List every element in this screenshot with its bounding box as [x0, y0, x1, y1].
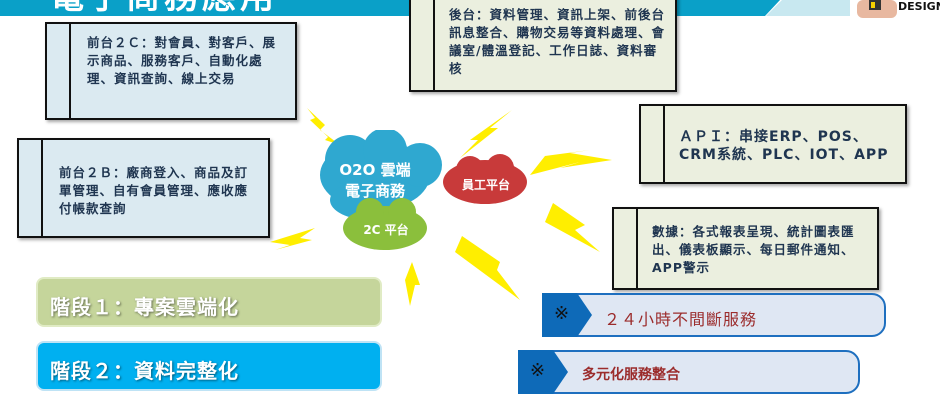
tag-label: ２４小時不間斷服務	[604, 310, 758, 329]
bolt-icon	[405, 262, 420, 306]
bolt-icon	[455, 236, 520, 300]
front-2c-text: 前台２Ｃ：對會員、對客戶、展示商品、服務客戶、自動化處理、資訊查詢、線上交易	[87, 35, 277, 86]
bolt-icon	[270, 228, 315, 250]
logo-icon	[857, 0, 897, 18]
tag-label: 多元化服務整合	[582, 367, 680, 383]
cloud-main-label: O2O 雲端電子商務	[339, 161, 411, 200]
bolt-icon	[530, 150, 612, 175]
data-box: 數據：各式報表呈現、統計圖表匯出、儀表板顯示、每日郵件通知、APP警示	[612, 207, 879, 290]
bolt-icon	[460, 110, 512, 158]
bolt-icon	[307, 108, 340, 145]
service-tag-integration: ※ 多元化服務整合	[518, 350, 860, 394]
front-2b-box: 前台２Ｂ：廠商登入、商品及訂單管理、自有會員管理、應收應付帳款查詢	[17, 138, 270, 238]
cloud-diagram	[320, 130, 527, 250]
front-2c-box: 前台２Ｃ：對會員、對客戶、展示商品、服務客戶、自動化處理、資訊查詢、線上交易	[45, 22, 297, 120]
api-box: ＡＰＩ：串接ERP、POS、CRM系統、PLC、IOT、APP	[639, 104, 907, 184]
stage-1-button[interactable]: 階段１：專案雲端化	[36, 277, 382, 327]
service-tag-24h: ※ ２４小時不間斷服務	[542, 293, 886, 337]
stage-2-button[interactable]: 階段２：資料完整化	[36, 341, 382, 391]
bolt-icon	[545, 203, 600, 252]
backend-box: 後台：資料管理、資訊上架、前後台訊息整合、購物交易等資料處理、會議室/體溫登記、…	[409, 0, 677, 92]
front-2b-text: 前台２Ｂ：廠商登入、商品及訂單管理、自有會員管理、應收應付帳款查詢	[59, 165, 249, 216]
cloud-2c-label: 2C 平台	[363, 223, 409, 237]
data-text: 數據：各式報表呈現、統計圖表匯出、儀表板顯示、每日郵件通知、APP警示	[652, 224, 855, 275]
logo-text: DESIGN	[897, 1, 940, 13]
reference-mark-icon: ※	[542, 293, 592, 337]
cloud-staff-label: 員工平台	[461, 178, 510, 192]
page-title: 電子商務應用	[50, 0, 278, 14]
reference-mark-icon: ※	[518, 350, 568, 394]
api-text: ＡＰＩ：串接ERP、POS、CRM系統、PLC、IOT、APP	[679, 129, 889, 163]
backend-text: 後台：資料管理、資訊上架、前後台訊息整合、購物交易等資料處理、會議室/體溫登記、…	[449, 7, 666, 76]
